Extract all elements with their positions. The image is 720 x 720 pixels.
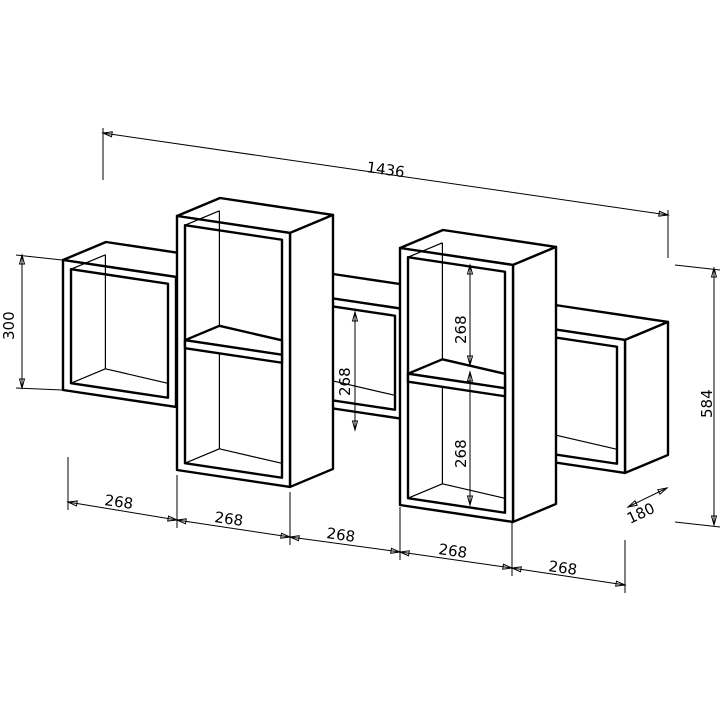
- depth-label: 180: [624, 499, 658, 527]
- arrow-head: [351, 310, 359, 322]
- extension-line: [15, 254, 63, 261]
- module-width-dimension-5: [511, 567, 626, 586]
- arrow-head: [167, 515, 179, 522]
- floor-edge: [70, 368, 106, 384]
- arrow-head: [466, 495, 474, 507]
- extension-line: [15, 387, 63, 391]
- arrow-head: [658, 210, 670, 217]
- ceiling-edge: [407, 242, 443, 258]
- overall-width-label: 1436: [365, 158, 405, 181]
- back-edge: [105, 368, 169, 384]
- arrow-head: [657, 487, 669, 495]
- arrow-head: [351, 420, 359, 432]
- floor-edge: [407, 483, 443, 499]
- module-width-label-4: 268: [437, 540, 468, 562]
- arrow-head: [18, 253, 26, 265]
- middle-shelf-front: [183, 339, 284, 364]
- side-panel: [288, 213, 335, 489]
- back-edge: [442, 483, 506, 499]
- arrow-head: [466, 370, 474, 382]
- arrow-head: [66, 500, 78, 507]
- arrow-head: [280, 532, 292, 539]
- arrow-head: [626, 500, 638, 508]
- arrow-head: [466, 355, 474, 367]
- shelf-module-4: [398, 228, 558, 524]
- overall-height-label: 584: [698, 389, 716, 418]
- arrow-head: [710, 266, 718, 278]
- module-width-dimension-3: [289, 536, 401, 553]
- middle-shelf-front: [406, 372, 507, 398]
- extension-line: [674, 264, 720, 271]
- arrow-head: [398, 550, 410, 557]
- arrow-head: [615, 580, 627, 587]
- module-width-label-1: 268: [103, 491, 134, 513]
- arrow-head: [390, 547, 402, 554]
- depth-dimension: [627, 487, 668, 508]
- module-width-dimension-4: [399, 551, 513, 569]
- module-width-dimension-1: [67, 501, 178, 521]
- arrow-head: [101, 131, 113, 138]
- arrow-head: [510, 566, 522, 573]
- module-width-label-3: 268: [325, 524, 356, 546]
- extension-line: [674, 521, 720, 528]
- right-lower-height-label: 268: [452, 439, 470, 468]
- module-width-dimension-2: [176, 519, 291, 538]
- module-width-label-5: 268: [547, 557, 578, 579]
- module-width-label-2: 268: [213, 508, 244, 530]
- arrow-head: [288, 535, 300, 542]
- ceiling-edge: [184, 210, 220, 226]
- right-upper-height-label: 268: [452, 315, 470, 344]
- side-panel: [623, 320, 670, 475]
- arrow-head: [175, 518, 187, 525]
- left-height-label: 300: [0, 311, 18, 340]
- middle-height-label: 268: [336, 367, 354, 396]
- back-edge: [554, 434, 618, 450]
- back-edge: [219, 448, 283, 464]
- arrow-head: [502, 563, 514, 570]
- ceiling-edge: [70, 254, 106, 270]
- dimension-lines: [15, 128, 720, 593]
- shelf-module-2: [175, 196, 335, 489]
- arrow-head: [18, 378, 26, 390]
- floor-edge: [184, 448, 220, 464]
- overall-width-dimension: [102, 132, 669, 216]
- arrow-head: [710, 515, 718, 527]
- arrow-head: [466, 263, 474, 275]
- back-edge: [332, 380, 396, 396]
- shelf-modules: [61, 196, 670, 524]
- side-panel: [511, 245, 558, 524]
- compartment-opening: [69, 268, 170, 399]
